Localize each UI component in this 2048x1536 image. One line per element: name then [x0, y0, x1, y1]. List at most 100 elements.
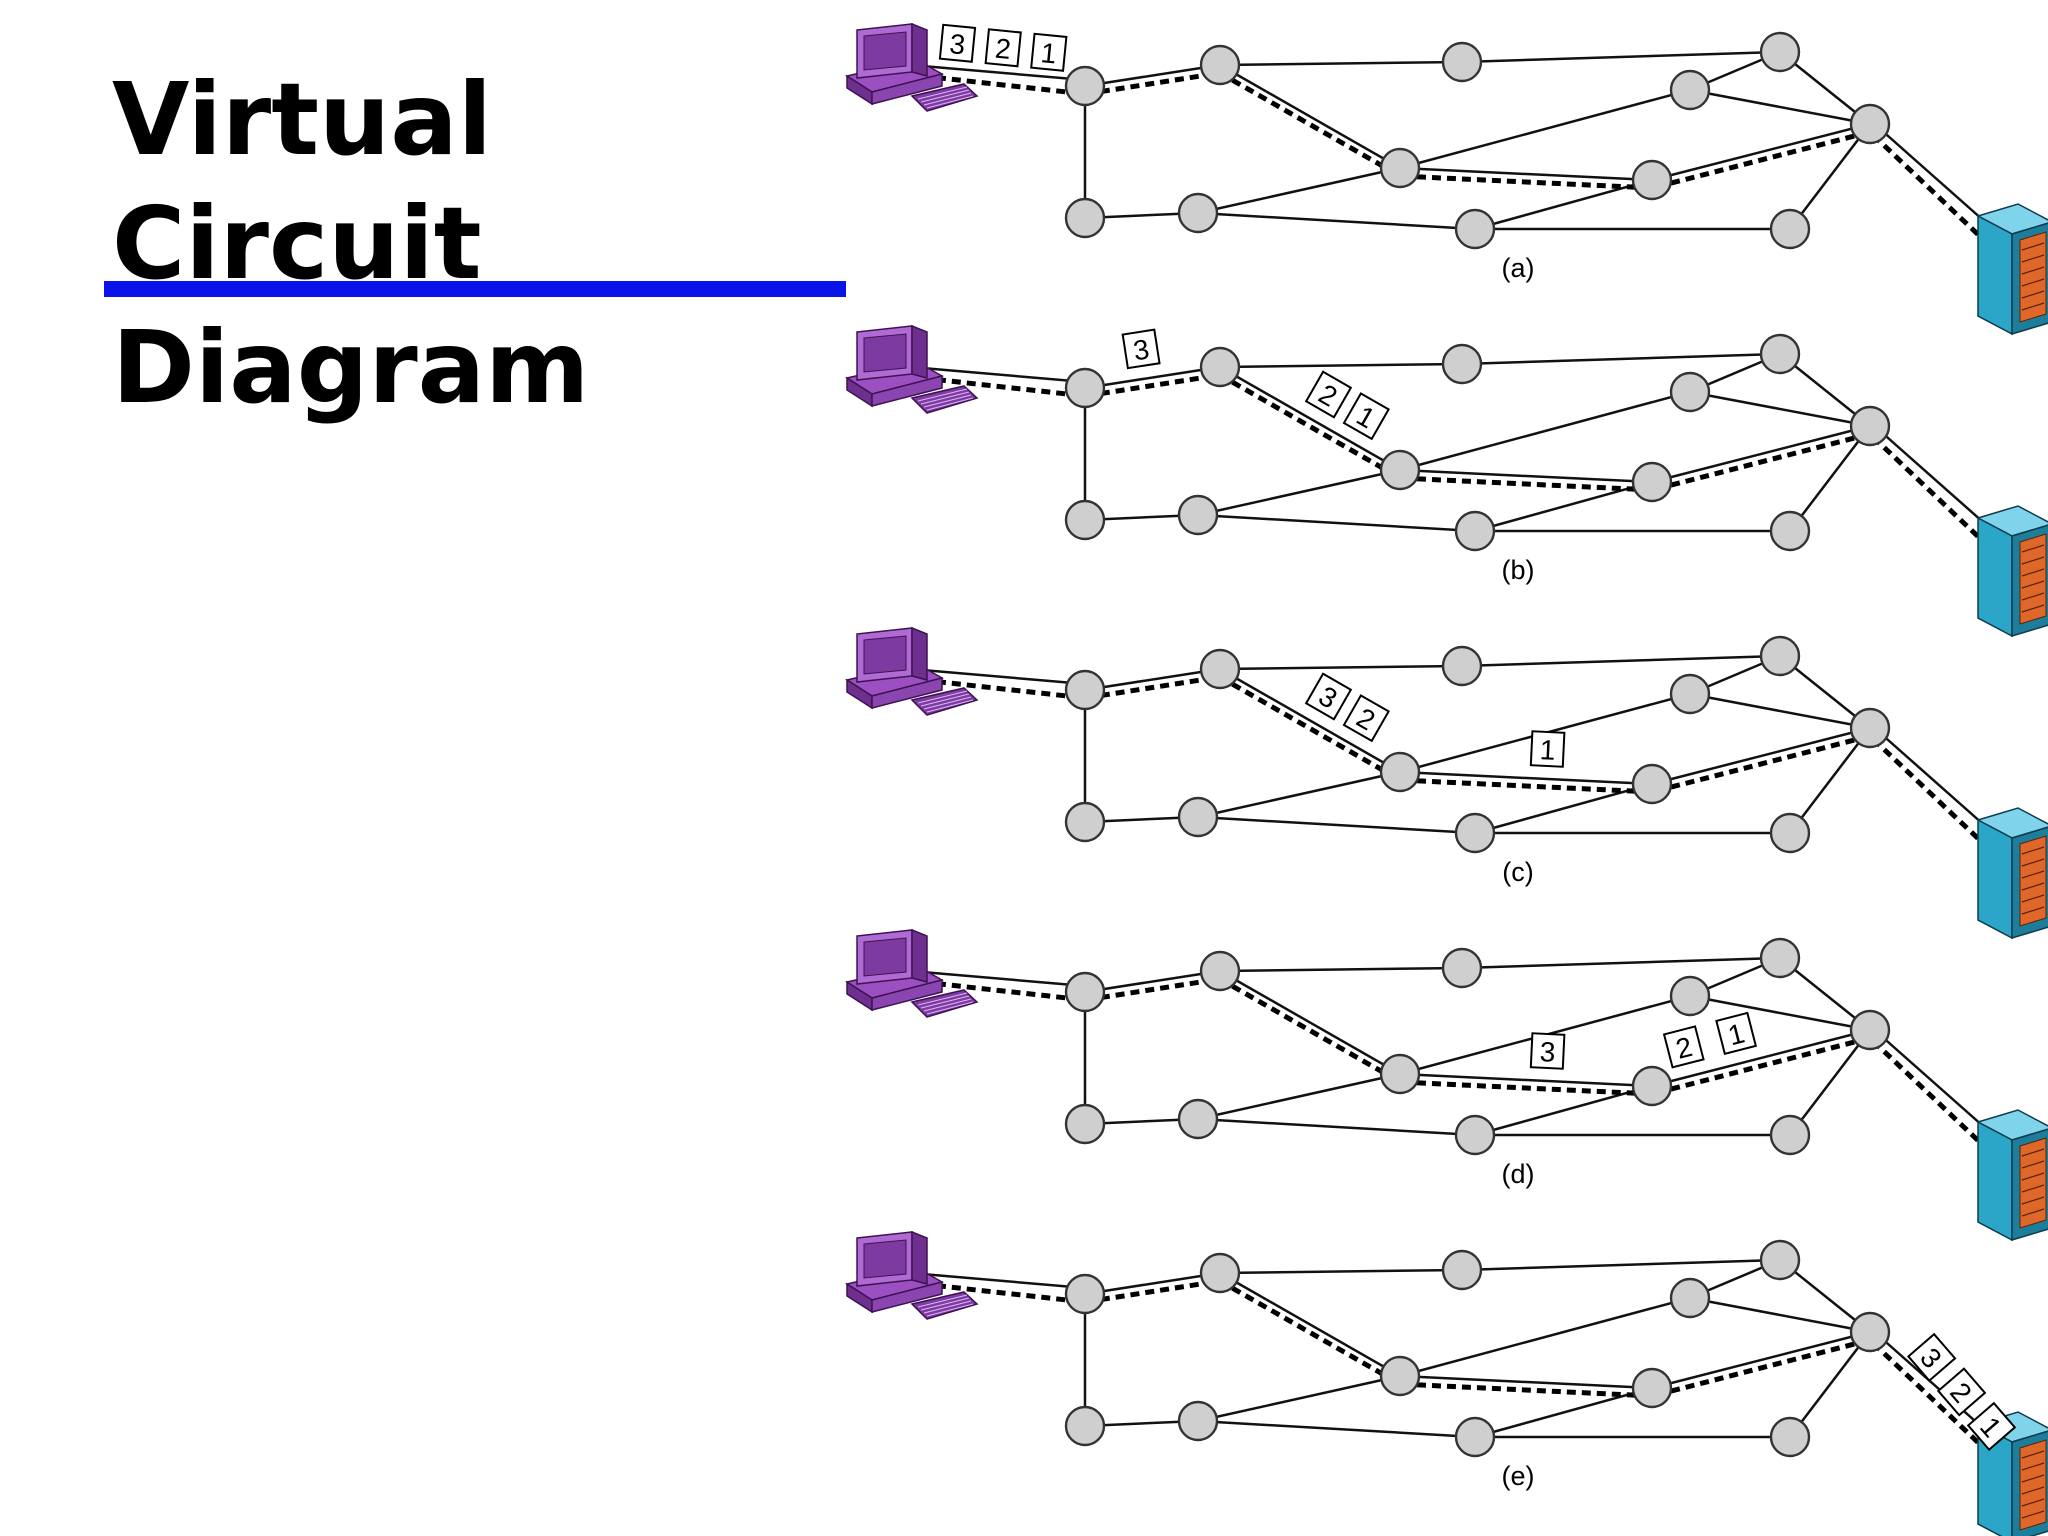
- network-link: [1789, 1331, 1871, 1438]
- packet: 3: [1304, 672, 1353, 721]
- router-node: [1759, 31, 1801, 73]
- router-node: [1454, 510, 1496, 552]
- router-node: [1379, 1355, 1421, 1397]
- router-node: [1454, 1416, 1496, 1458]
- network-link: [1789, 123, 1871, 230]
- router-node: [1631, 1065, 1673, 1107]
- network-link: [1651, 1028, 1871, 1088]
- diagram-panel: 321(b): [845, 324, 2048, 638]
- router-node: [1441, 1249, 1483, 1291]
- router-node: [1177, 796, 1219, 838]
- packet: 3: [938, 23, 977, 63]
- router-node: [1379, 449, 1421, 491]
- network-link: [1084, 969, 1221, 994]
- router-node: [1849, 103, 1891, 145]
- router-node: [1199, 1252, 1241, 1294]
- packet: 1: [1966, 1401, 2017, 1452]
- network-link: [1689, 88, 1871, 126]
- panel-label: (c): [1502, 857, 1533, 887]
- network-link: [1461, 1258, 1781, 1272]
- network-link: [1197, 513, 1476, 533]
- router-node: [1064, 367, 1106, 409]
- network-link: [1651, 1330, 1871, 1390]
- router-node: [1177, 494, 1219, 536]
- router-node: [1769, 1416, 1811, 1458]
- network-link: [1399, 1374, 1653, 1390]
- packet: 2: [1304, 370, 1353, 419]
- router-node: [1379, 751, 1421, 793]
- panel-label: (d): [1502, 1159, 1535, 1189]
- network-link: [1399, 468, 1653, 484]
- router-node: [1064, 669, 1106, 711]
- network-link: [1219, 60, 1463, 67]
- server-link: [1869, 119, 1993, 229]
- network-link: [1399, 88, 1691, 170]
- network-link: [1219, 664, 1463, 671]
- router-node: [1631, 763, 1673, 805]
- router-node: [1669, 1277, 1711, 1319]
- packet: 2: [1936, 1367, 1987, 1417]
- network-link: [1461, 50, 1781, 64]
- panel-label: (e): [1502, 1461, 1535, 1491]
- network-link: [1651, 424, 1871, 484]
- router-node: [1177, 1400, 1219, 1442]
- network-link: [1474, 480, 1653, 533]
- network-link: [1689, 994, 1871, 1032]
- router-node: [1177, 1098, 1219, 1140]
- network-link: [1789, 1029, 1871, 1136]
- network-link: [1789, 727, 1871, 834]
- network-link: [1689, 1296, 1871, 1334]
- network-link: [1651, 726, 1871, 786]
- network-link: [1084, 63, 1221, 88]
- slide-title: Virtual Circuit Diagram: [112, 58, 589, 430]
- network-link: [1197, 468, 1401, 517]
- network-link: [1197, 1117, 1476, 1137]
- router-node: [1064, 499, 1106, 541]
- server-link: [1869, 421, 1993, 531]
- desktop-computer-icon: [845, 324, 979, 414]
- desktop-computer-icon: [845, 626, 979, 716]
- server-tower-icon: [1976, 1411, 2048, 1536]
- router-node: [1064, 801, 1106, 843]
- network-link: [1399, 1072, 1653, 1088]
- network-link: [1219, 63, 1401, 170]
- network-link: [1689, 692, 1871, 730]
- router-node: [1064, 971, 1106, 1013]
- router-node: [1669, 69, 1711, 111]
- network-link: [1084, 1271, 1221, 1296]
- network-link: [1474, 782, 1653, 835]
- network-link: [1197, 815, 1476, 835]
- desktop-computer-icon: [845, 22, 979, 112]
- packet: 2: [1662, 1025, 1705, 1069]
- router-node: [1769, 208, 1811, 250]
- network-link: [1461, 352, 1781, 366]
- router-node: [1759, 635, 1801, 677]
- router-node: [1199, 44, 1241, 86]
- diagram-panel: 321(e): [845, 1230, 2048, 1536]
- title-line-1: Virtual: [112, 61, 492, 178]
- router-node: [1441, 947, 1483, 989]
- network-link: [1219, 1268, 1463, 1275]
- router-node: [1454, 208, 1496, 250]
- server-tower-icon: [1976, 807, 2048, 940]
- server-tower-icon: [1976, 203, 2048, 336]
- network-link: [1789, 425, 1871, 532]
- network-link: [1399, 166, 1653, 182]
- title-underline-rule: [104, 281, 846, 297]
- network-link: [1399, 770, 1653, 786]
- router-node: [1849, 405, 1891, 447]
- server-link: [1869, 723, 1993, 833]
- router-node: [1669, 975, 1711, 1017]
- host-link: [921, 668, 1086, 686]
- router-node: [1631, 461, 1673, 503]
- network-link: [1399, 390, 1691, 472]
- packet: 3: [1529, 1032, 1566, 1070]
- router-node: [1849, 1311, 1891, 1353]
- router-node: [1064, 1273, 1106, 1315]
- router-node: [1849, 1009, 1891, 1051]
- network-link: [1197, 211, 1476, 231]
- server-link: [1869, 1025, 1993, 1135]
- host-link: [921, 366, 1086, 384]
